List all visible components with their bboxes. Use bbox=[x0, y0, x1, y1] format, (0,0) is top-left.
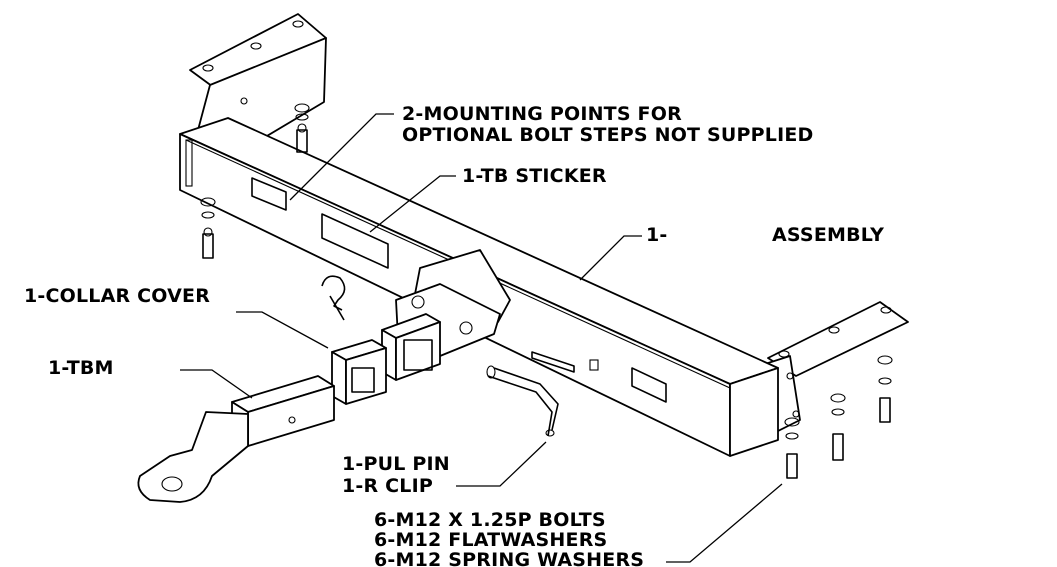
leader-tb-sticker bbox=[369, 175, 456, 233]
label-mounting-points-line2: OPTIONAL BOLT STEPS NOT SUPPLIED bbox=[402, 124, 814, 146]
label-spring-washers: 6-M12 SPRING WASHERS bbox=[374, 549, 645, 567]
leader-collar-cover bbox=[236, 311, 329, 349]
label-mounting-points-line1: 2-MOUNTING POINTS FOR bbox=[402, 103, 682, 125]
label-r-clip: 1-R CLIP bbox=[342, 475, 433, 497]
leader-lines bbox=[180, 113, 783, 563]
r-clip-part bbox=[321, 275, 346, 321]
label-bolts: 6-M12 X 1.25P BOLTS bbox=[374, 509, 606, 531]
leader-fasteners bbox=[666, 483, 783, 563]
pul-pin-part bbox=[486, 365, 559, 437]
bolt-stack-4 bbox=[830, 393, 846, 461]
bolt-stack-1 bbox=[294, 103, 310, 153]
leader-mounting-points bbox=[289, 113, 394, 201]
bolt-step-mount-left bbox=[251, 177, 287, 211]
label-assembly-suffix: ASSEMBLY bbox=[772, 224, 885, 246]
bolt-stack-3 bbox=[877, 355, 893, 423]
label-tb-sticker: 1-TB STICKER bbox=[462, 165, 607, 187]
receiver-underplate bbox=[531, 351, 575, 373]
label-pul-pin: 1-PUL PIN bbox=[342, 453, 450, 475]
bolt-stack-2 bbox=[200, 197, 216, 259]
collar-cover-part bbox=[331, 339, 387, 405]
receiver-assembly bbox=[381, 249, 599, 381]
ball-mount-part bbox=[137, 375, 335, 503]
leader-assembly bbox=[579, 235, 642, 281]
bolt-step-mount-right bbox=[631, 367, 667, 403]
label-flatwashers: 6-M12 FLATWASHERS bbox=[374, 529, 608, 551]
label-collar-cover: 1-COLLAR COVER bbox=[24, 285, 211, 307]
bolt-stack-5 bbox=[784, 417, 800, 479]
tb-sticker-plate bbox=[321, 213, 389, 269]
label-tbm: 1-TBM bbox=[48, 357, 114, 379]
leader-pul-pin bbox=[456, 441, 547, 487]
leader-tbm bbox=[180, 369, 253, 399]
label-assembly-prefix: 1- bbox=[646, 224, 668, 246]
